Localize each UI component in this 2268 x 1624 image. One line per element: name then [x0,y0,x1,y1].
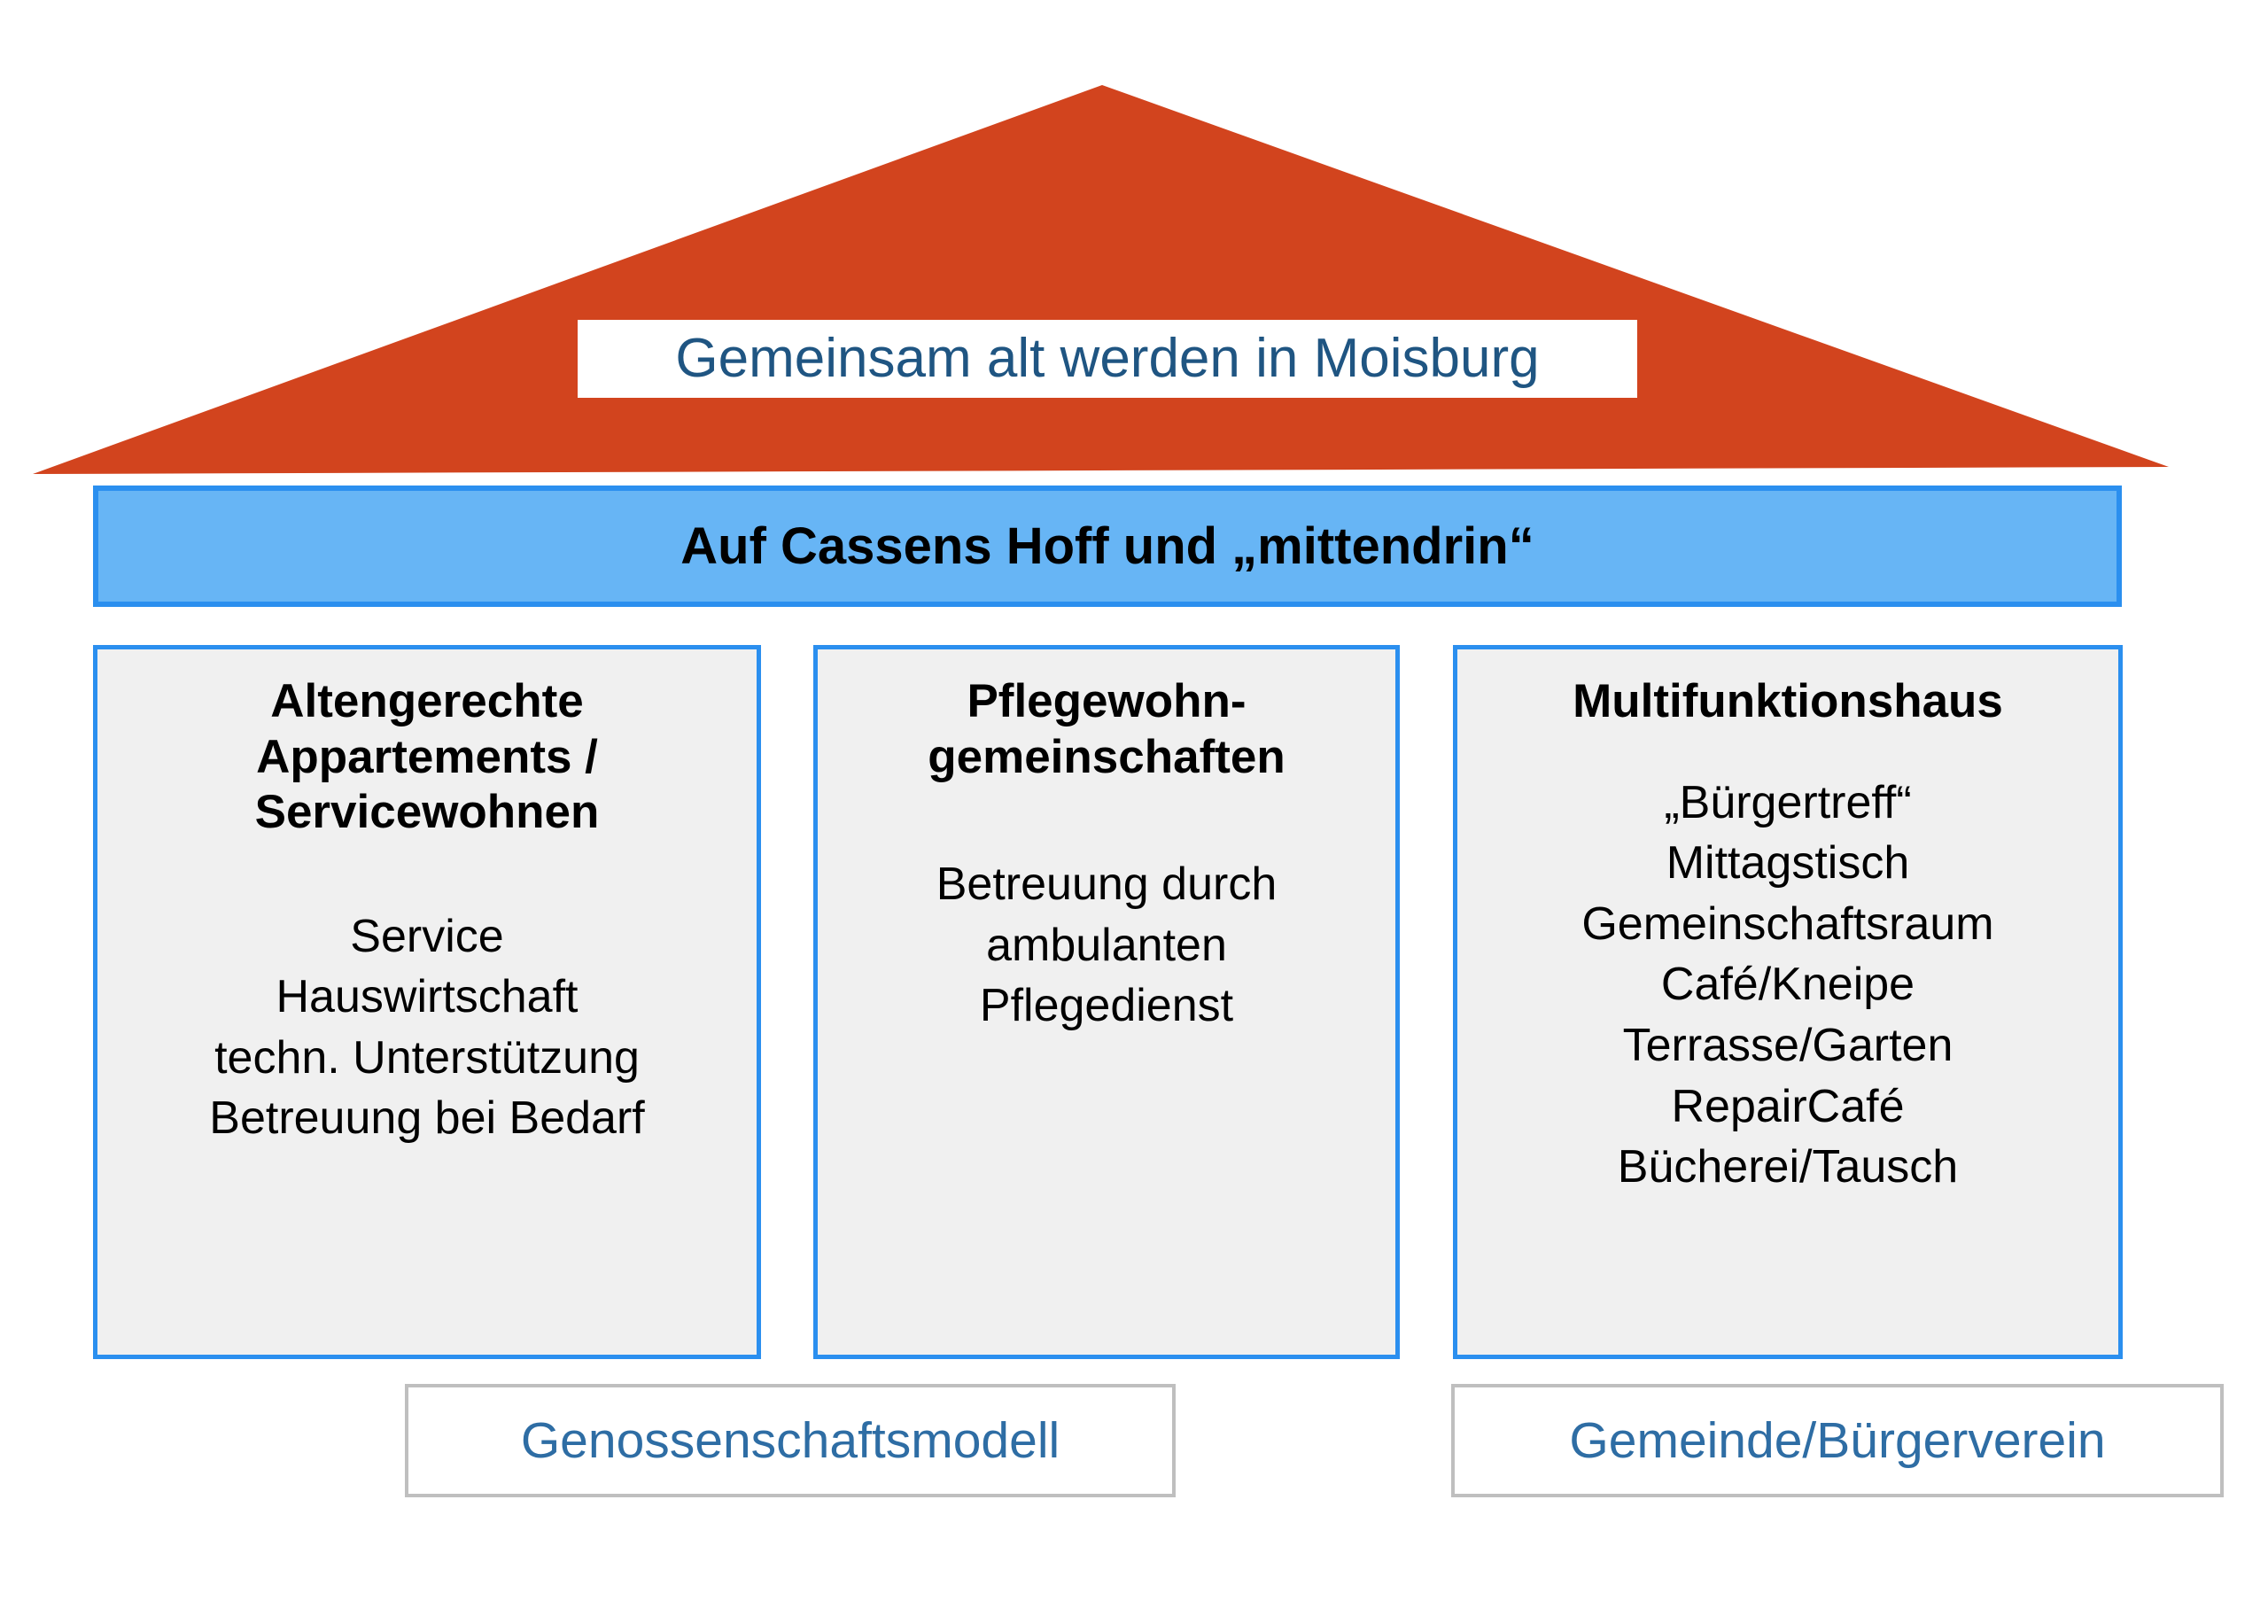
footer-box-gemeinde-buergerverein: Gemeinde/Bürgerverein [1451,1384,2224,1497]
pillar-heading: Multifunktionshaus [1560,674,2016,730]
list-item: RepairCafé [1671,1080,1905,1132]
list-item: techn. Unterstützung [214,1031,640,1084]
pillar-heading-line: gemeinschaften [928,730,1285,783]
footer-box-label: Gemeinde/Bürgerverein [1569,1411,2106,1469]
pillar-heading-line: Multifunktionshaus [1573,675,2003,727]
list-item: ambulanten [986,919,1227,971]
pillar-heading-line: Servicewohnen [254,786,600,839]
pillar-heading: Altengerechte Appartements / Servicewohn… [243,674,612,841]
pillar-altengerechte-appartements: Altengerechte Appartements / Servicewohn… [93,645,761,1359]
pillar-item-list: Betreuung durch ambulanten Pflegedienst [936,854,1278,1037]
page-title: Gemeinsam alt werden in Moisburg [675,328,1540,389]
pillar-heading: Pflegewohn- gemeinschaften [915,674,1298,785]
location-banner: Auf Cassens Hoff und „mittendrin“ [93,486,2122,607]
footer-box-genossenschaftsmodell: Genossenschaftsmodell [405,1384,1176,1497]
pillar-pflegewohngemeinschaften: Pflegewohn- gemeinschaften Betreuung dur… [813,645,1400,1359]
pillar-item-list: „Bürgertreff“ Mittagstisch Gemeinschafts… [1581,773,1993,1198]
footer-box-label: Genossenschaftsmodell [520,1411,1060,1469]
list-item: Terrasse/Garten [1622,1020,1953,1072]
list-item: Service [350,910,504,962]
project-title-plate: Gemeinsam alt werden in Moisburg [578,320,1637,398]
list-item: Café/Kneipe [1660,959,1915,1011]
pillar-heading-line: Altengerechte [270,675,584,727]
list-item: Hauswirtschaft [276,971,579,1023]
list-item: Pflegedienst [979,980,1234,1032]
pillar-heading-line: Pflegewohn- [967,675,1247,727]
list-item: Betreuung bei Bedarf [209,1092,645,1145]
roof-triangle-icon [33,85,2169,474]
list-item: „Bürgertreff“ [1664,776,1912,828]
list-item: Mittagstisch [1666,837,1910,890]
pillar-heading-line: Appartements / [256,730,598,783]
location-banner-label: Auf Cassens Hoff und „mittendrin“ [680,517,1534,575]
pillar-multifunktionshaus: Multifunktionshaus „Bürgertreff“ Mittags… [1453,645,2123,1359]
pillar-item-list: Service Hauswirtschaft techn. Unterstütz… [209,906,644,1150]
list-item: Betreuung durch [936,859,1278,911]
list-item: Gemeinschaftsraum [1581,897,1994,950]
list-item: Bücherei/Tausch [1617,1141,1959,1193]
